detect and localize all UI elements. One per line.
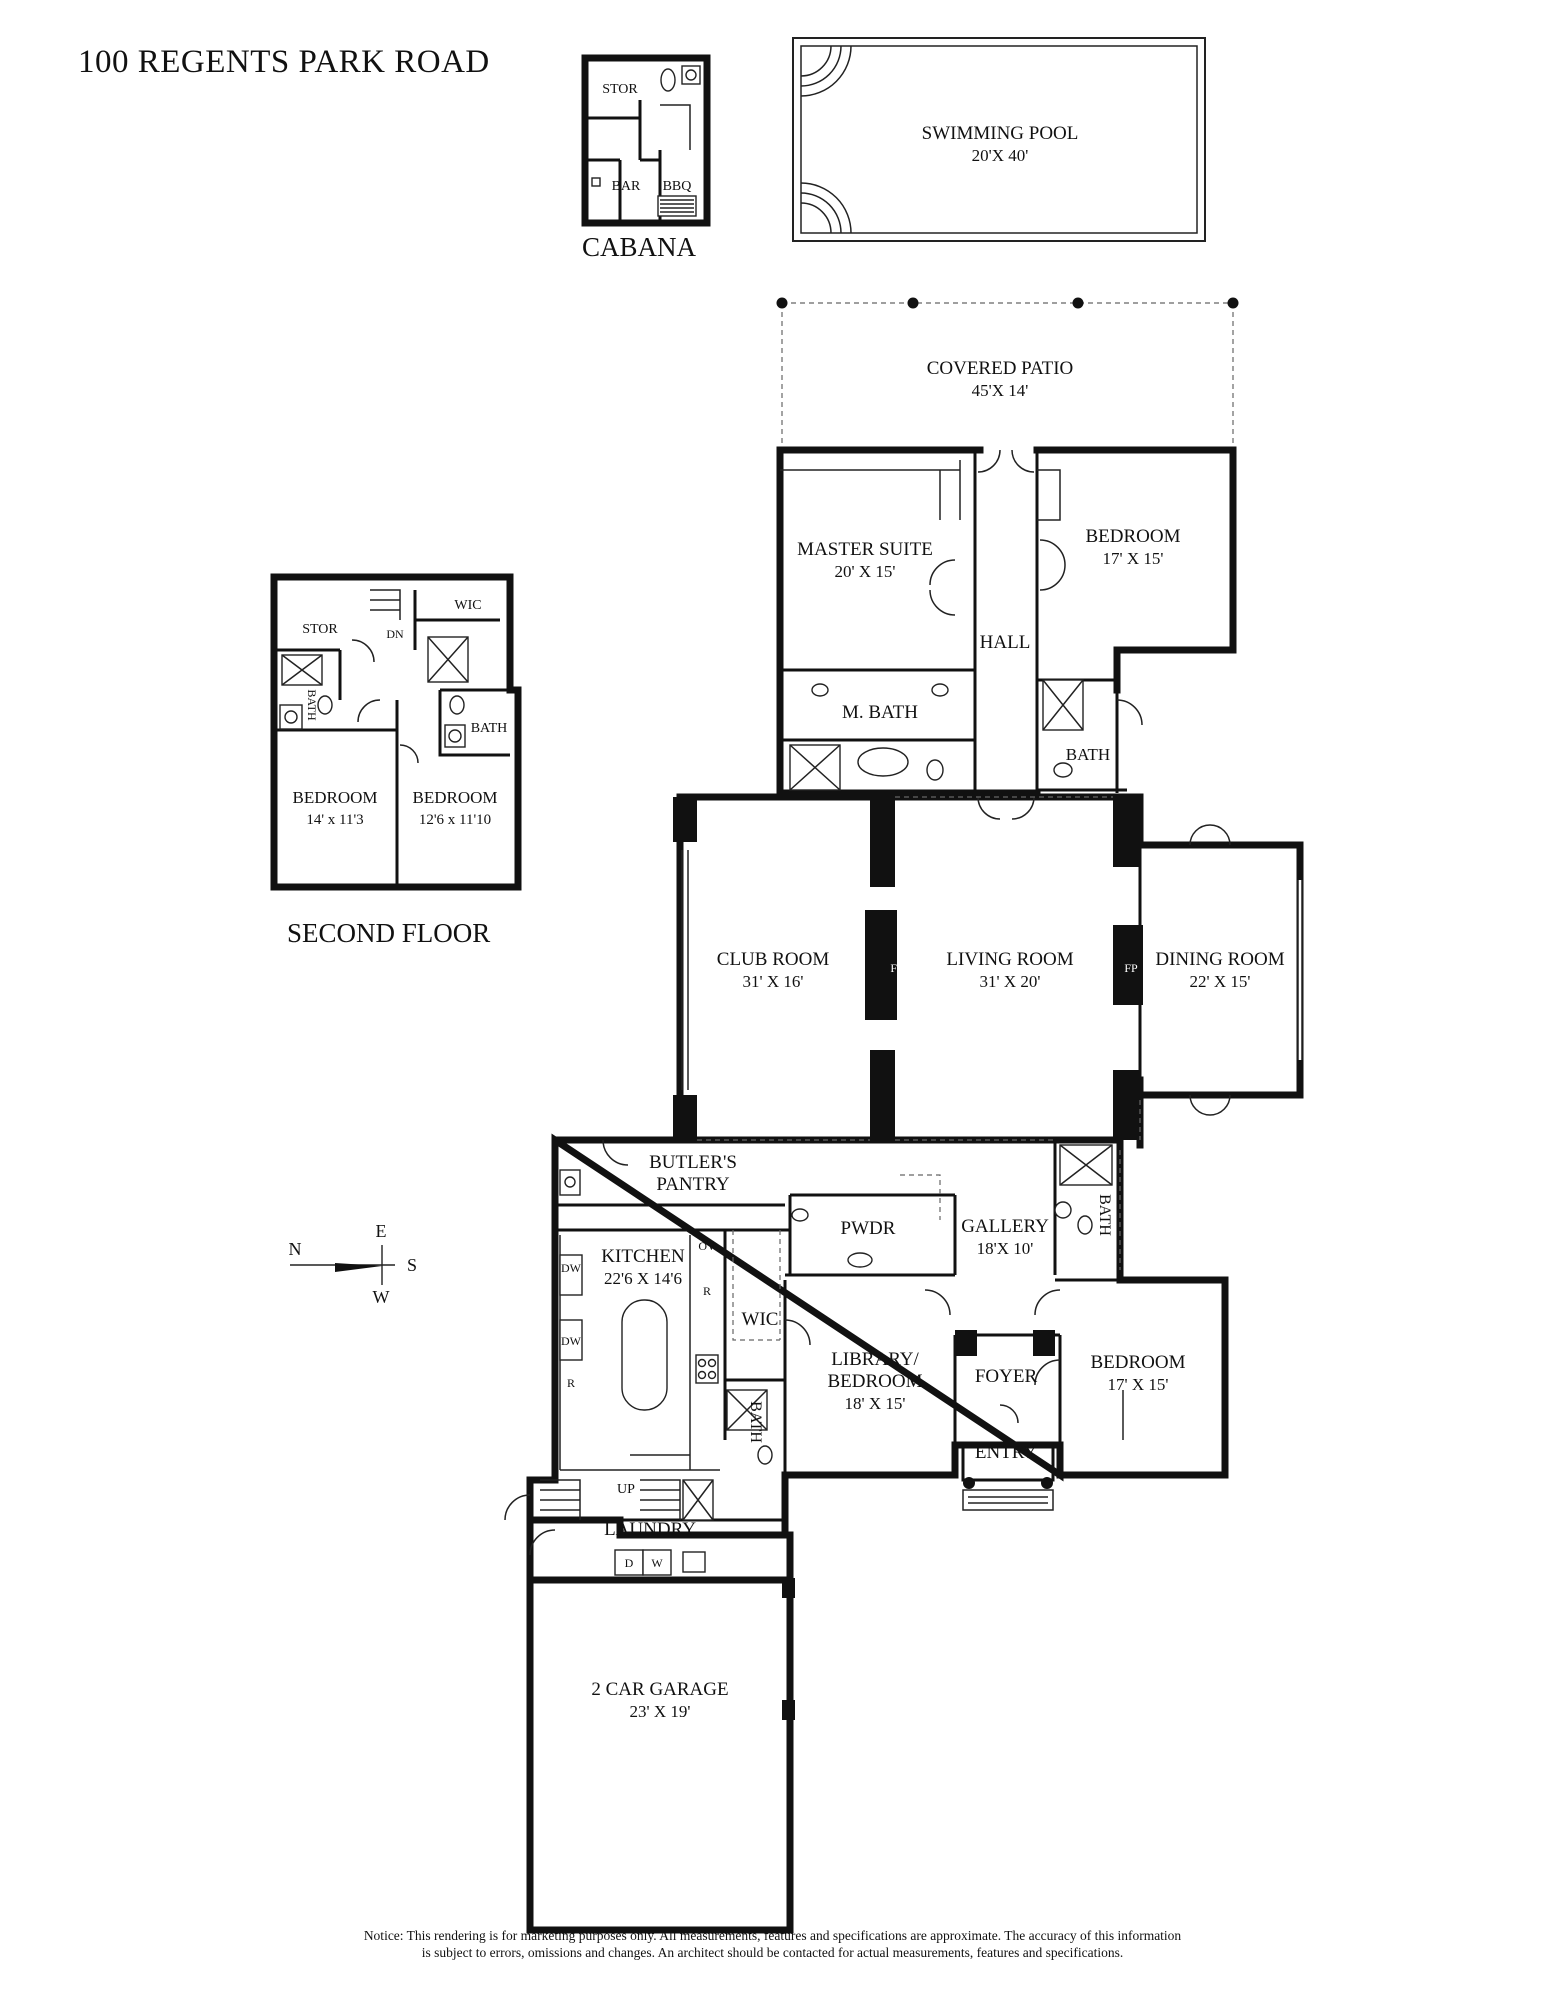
- fp-dining-label: FP: [1124, 961, 1138, 975]
- sf-dn-label: DN: [386, 627, 404, 641]
- cabana-stor-label: STOR: [602, 82, 638, 97]
- gallery-size: 18'X 10': [977, 1239, 1034, 1258]
- r1-label: R: [567, 1376, 575, 1390]
- pwdr-label: PWDR: [841, 1218, 896, 1239]
- living-room-name: LIVING ROOM: [946, 949, 1073, 970]
- kitchen-size: 22'6 X 14'6: [604, 1269, 682, 1288]
- sf-bath-left-label: BATH: [305, 689, 319, 721]
- ov-label: OV: [698, 1239, 716, 1253]
- dining-room-size: 22' X 15': [1190, 972, 1251, 991]
- sf-stor-label: STOR: [302, 622, 338, 637]
- gallery-name: GALLERY: [961, 1216, 1049, 1237]
- bath-small-label: BATH: [747, 1401, 764, 1443]
- bedroom-se-name: BEDROOM: [1090, 1352, 1185, 1373]
- cabana: STOR BAR BBQ: [581, 54, 711, 227]
- swimming-pool: SWIMMING POOL 20'X 40': [792, 37, 1206, 242]
- w-label: W: [651, 1556, 663, 1570]
- sf-bedroom-right-name: BEDROOM: [412, 788, 497, 807]
- butlers-pantry-line1: BUTLER'S: [649, 1152, 737, 1173]
- cabana-label: CABANA: [582, 232, 697, 262]
- cabana-bar-label: BAR: [612, 179, 641, 194]
- kitchen-name: KITCHEN: [601, 1246, 685, 1267]
- r2-label: R: [703, 1284, 711, 1298]
- compass: N E S W: [289, 1221, 418, 1307]
- bedroom-ne-name: BEDROOM: [1085, 526, 1180, 547]
- second-floor-label: SECOND FLOOR: [287, 918, 491, 948]
- sf-wic-label: WIC: [454, 598, 481, 613]
- garage-size: 23' X 19': [630, 1702, 691, 1721]
- compass-w: W: [373, 1287, 390, 1307]
- compass-e: E: [376, 1221, 387, 1241]
- sf-bath-right-label: BATH: [471, 721, 508, 736]
- butlers-pantry-line2: PANTRY: [656, 1174, 729, 1195]
- m-bath-label: M. BATH: [842, 702, 918, 723]
- sf-bedroom-left-size: 14' x 11'3: [306, 812, 363, 828]
- notice-line1: Notice: This rendering is for marketing …: [363, 1928, 1182, 1943]
- library-line1: LIBRARY/: [831, 1349, 919, 1370]
- wic-label: WIC: [742, 1309, 779, 1330]
- garage-name: 2 CAR GARAGE: [591, 1679, 728, 1700]
- dw1-label: DW: [561, 1261, 582, 1275]
- bath-gallery-label: BATH: [1096, 1194, 1113, 1236]
- laundry-label: LAUNDRY: [604, 1519, 696, 1540]
- library-size: 18' X 15': [845, 1394, 906, 1413]
- main-house-walls: [504, 446, 1304, 1934]
- compass-s: S: [407, 1255, 417, 1275]
- club-room-name: CLUB ROOM: [717, 949, 830, 970]
- hall-label: HALL: [980, 632, 1031, 653]
- page-title: 100 REGENTS PARK ROAD: [78, 44, 490, 80]
- room-labels: MASTER SUITE 20' X 15' BEDROOM 17' X 15'…: [561, 526, 1285, 1721]
- fp-living-label: FP: [890, 961, 904, 975]
- bedroom-ne-size: 17' X 15': [1103, 549, 1164, 568]
- master-suite-size: 20' X 15': [835, 562, 896, 581]
- library-line2: BEDROOM: [827, 1371, 922, 1392]
- notice-line2: is subject to errors, omissions and chan…: [421, 1945, 1124, 1960]
- dw2-label: DW: [561, 1334, 582, 1348]
- sf-bedroom-right-size: 12'6 x 11'10: [419, 812, 491, 828]
- master-suite-name: MASTER SUITE: [797, 539, 933, 560]
- compass-n: N: [289, 1239, 302, 1259]
- pool-size: 20'X 40': [972, 146, 1029, 165]
- d-label: D: [625, 1556, 634, 1570]
- patio-name: COVERED PATIO: [927, 358, 1074, 379]
- covered-patio: COVERED PATIO 45'X 14': [776, 297, 1239, 450]
- club-room-size: 31' X 16': [743, 972, 804, 991]
- bedroom-se-size: 17' X 15': [1108, 1375, 1169, 1394]
- foyer-label: FOYER: [975, 1366, 1038, 1387]
- sf-bedroom-left-name: BEDROOM: [292, 788, 377, 807]
- dining-room-name: DINING ROOM: [1155, 949, 1284, 970]
- patio-size: 45'X 14': [972, 381, 1029, 400]
- pool-name: SWIMMING POOL: [922, 123, 1079, 144]
- entry-label: ENTRY: [975, 1442, 1038, 1463]
- disclaimer-notice: Notice: This rendering is for marketing …: [200, 1927, 1345, 1961]
- second-floor-plan: WIC STOR DN BATH BATH BEDROOM 14' x 11'3…: [270, 573, 522, 891]
- cabana-bbq-label: BBQ: [663, 179, 692, 194]
- living-room-size: 31' X 20': [980, 972, 1041, 991]
- bath-ne-label: BATH: [1066, 745, 1110, 764]
- up-label: UP: [617, 1482, 635, 1497]
